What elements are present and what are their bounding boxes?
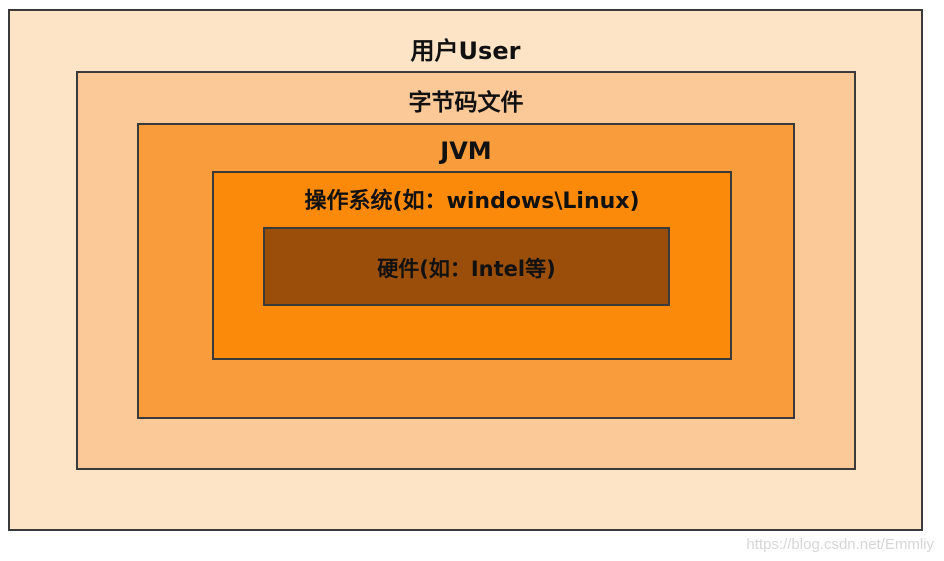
jvm-layer-label: JVM: [440, 137, 492, 165]
user-layer-label: 用户User: [410, 37, 521, 65]
os-layer-label: 操作系统(如：windows\Linux): [304, 189, 640, 214]
hardware-layer-box: 硬件(如：Intel等): [263, 227, 670, 306]
watermark-text: https://blog.csdn.net/Emmliy: [746, 536, 934, 553]
hardware-layer-label: 硬件(如：Intel等): [377, 257, 556, 281]
bytecode-layer-label: 字节码文件: [408, 90, 524, 116]
